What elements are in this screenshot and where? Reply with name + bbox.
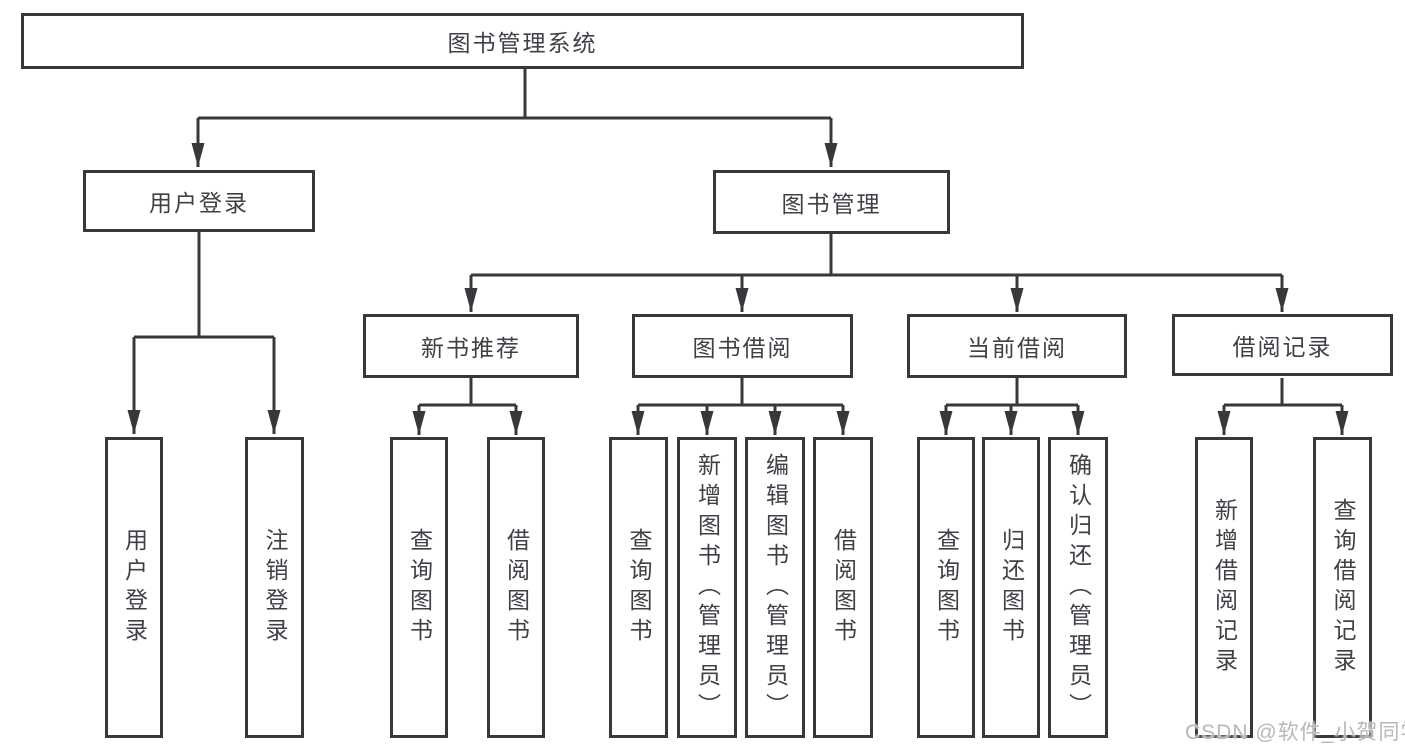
- leaf-borrow-search-books: 查询图书: [609, 437, 668, 738]
- node-label: 新书推荐: [421, 335, 521, 361]
- node-label: 编辑图书（管理员）: [762, 452, 789, 723]
- node-label: 新增借阅记录: [1211, 497, 1238, 678]
- leaf-search-borrow-record: 查询借阅记录: [1313, 437, 1372, 738]
- leaf-borrow-books: 借阅图书: [813, 437, 873, 738]
- leaf-current-search-books: 查询图书: [917, 437, 975, 738]
- leaf-add-books-admin: 新增图书（管理员）: [677, 437, 737, 738]
- leaf-add-borrow-record: 新增借阅记录: [1195, 437, 1253, 738]
- node-label: 注销登录: [262, 527, 288, 648]
- node-label: 查询借阅记录: [1330, 497, 1356, 678]
- node-borrowing-records: 借阅记录: [1172, 314, 1393, 376]
- node-label: 图书管理: [781, 191, 882, 217]
- node-label: 借阅记录: [1232, 334, 1333, 360]
- node-book-borrowing: 图书借阅: [632, 314, 853, 378]
- node-label: 查询图书: [406, 527, 433, 648]
- node-label: 图书管理系统: [447, 30, 598, 56]
- node-label: 查询图书: [626, 527, 652, 648]
- node-label: 借阅图书: [503, 527, 530, 648]
- node-label: 用户登录: [149, 190, 249, 216]
- leaf-logout: 注销登录: [245, 437, 304, 738]
- leaf-confirm-return-admin: 确认归还（管理员）: [1048, 437, 1108, 738]
- node-label: 归还图书: [998, 527, 1025, 648]
- leaf-return-books: 归还图书: [982, 437, 1040, 738]
- node-label: 借阅图书: [830, 527, 857, 648]
- node-library-management-system: 图书管理系统: [21, 13, 1024, 69]
- node-label: 查询图书: [933, 527, 960, 648]
- node-label: 图书借阅: [692, 335, 793, 361]
- leaf-edit-books-admin: 编辑图书（管理员）: [745, 437, 805, 738]
- leaf-user-login: 用户登录: [105, 437, 163, 738]
- node-label: 用户登录: [121, 527, 148, 648]
- csdn-watermark: CSDN @软件_小贺同学: [1185, 721, 1405, 744]
- node-new-book-recommendation: 新书推荐: [363, 314, 579, 378]
- leaf-rec-borrow-books: 借阅图书: [487, 437, 545, 738]
- node-book-management: 图书管理: [713, 170, 950, 234]
- leaf-rec-search-books: 查询图书: [390, 437, 448, 738]
- node-user-login: 用户登录: [83, 170, 315, 232]
- node-label: 新增图书（管理员）: [694, 452, 721, 723]
- node-label: 确认归还（管理员）: [1065, 452, 1092, 723]
- node-current-borrowing: 当前借阅: [907, 314, 1127, 378]
- node-label: 当前借阅: [967, 335, 1067, 361]
